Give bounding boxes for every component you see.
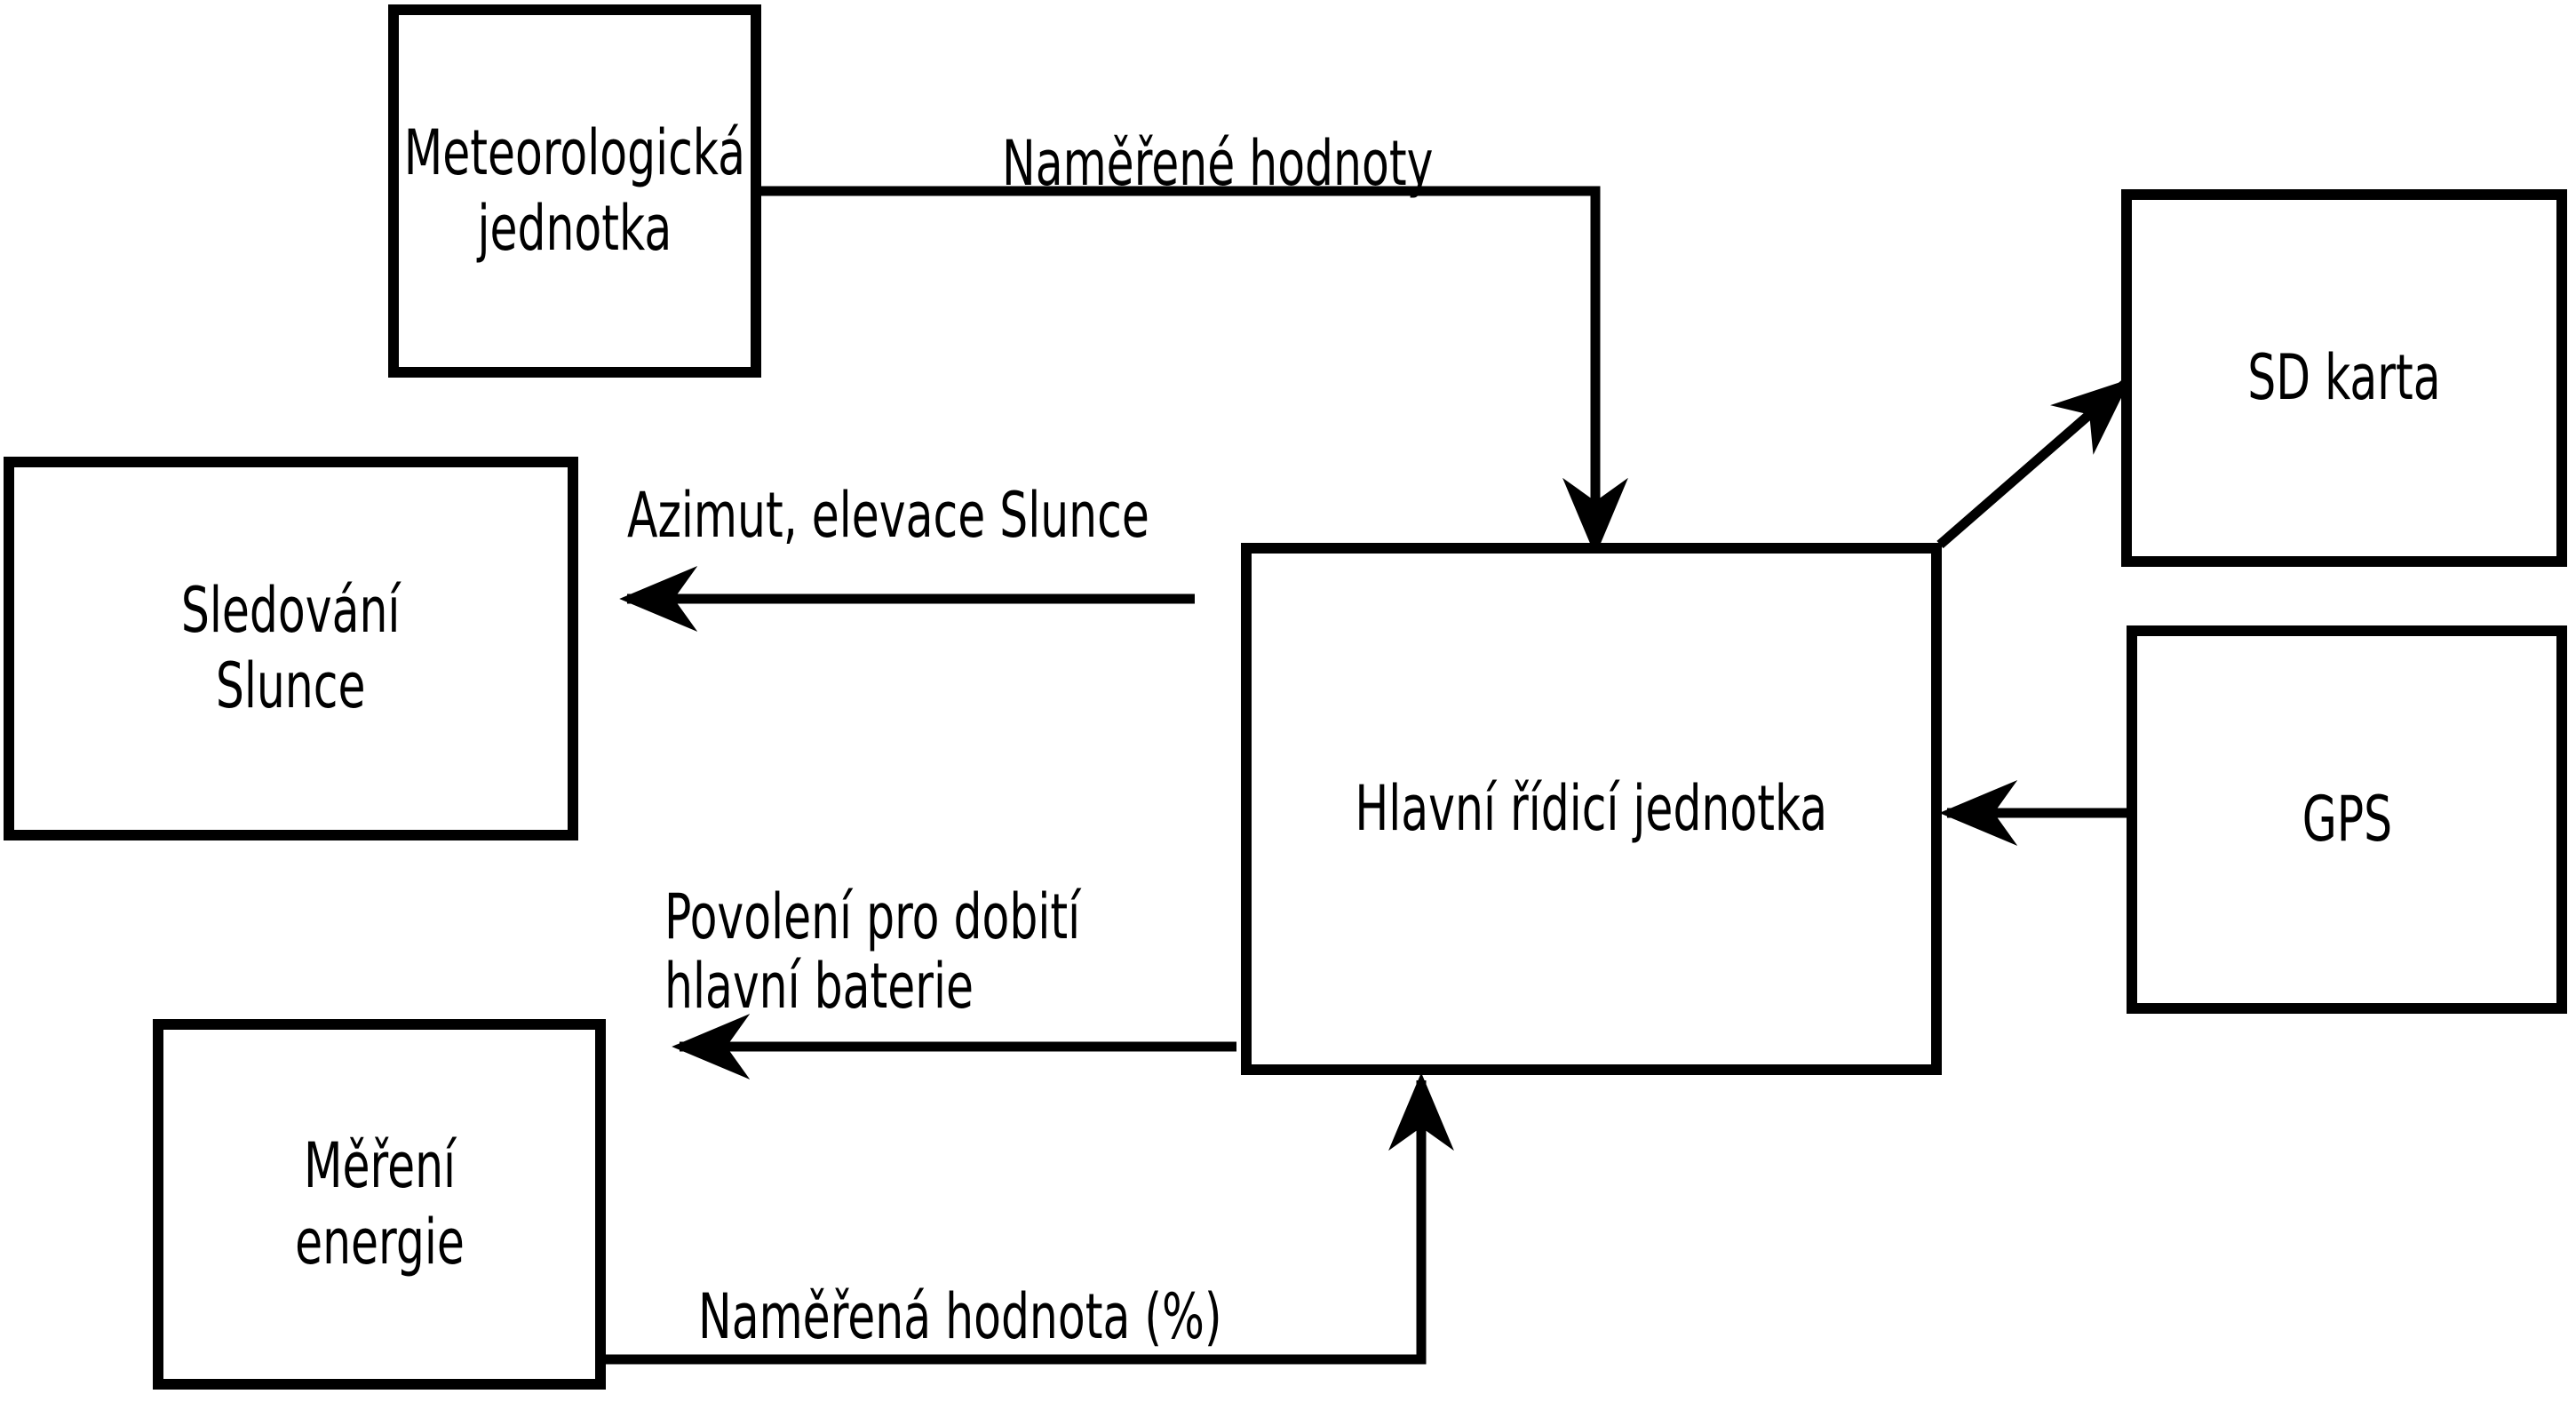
node-main-control-unit: Hlavní řídicí jednotka — [1241, 543, 1942, 1075]
node-label: GPS — [2302, 782, 2392, 856]
node-sun-tracking: Sledování Slunce — [4, 457, 578, 840]
edge-meteo-to-main-arrow — [756, 186, 1628, 556]
edge-energy-to-main-arrow — [600, 1072, 1454, 1365]
edge-label-measured-percent: Naměřená hodnota (%) — [698, 1280, 1222, 1353]
edge-label-battery-charge-permit: Povolení pro dobití hlavní baterie — [664, 880, 1081, 1024]
edge-label-azimuth-elevation: Azimut, elevace Slunce — [627, 479, 1149, 552]
edge-main-to-sd-card-arrow — [1936, 378, 2131, 549]
node-gps: GPS — [2127, 625, 2567, 1014]
node-label: SD karta — [2247, 340, 2441, 414]
node-meteorological-unit: Meteorologická jednotka — [388, 4, 761, 378]
node-energy-measurement: Měření energie — [153, 1019, 606, 1390]
node-sd-card: SD karta — [2121, 189, 2567, 567]
node-label: Sledování Slunce — [181, 573, 401, 722]
node-label: Měření energie — [294, 1129, 465, 1279]
edge-label-measured-values: Naměřené hodnoty — [1002, 127, 1434, 200]
node-label: Hlavní řídicí jednotka — [1355, 771, 1828, 845]
node-label: Meteorologická jednotka — [403, 116, 746, 265]
